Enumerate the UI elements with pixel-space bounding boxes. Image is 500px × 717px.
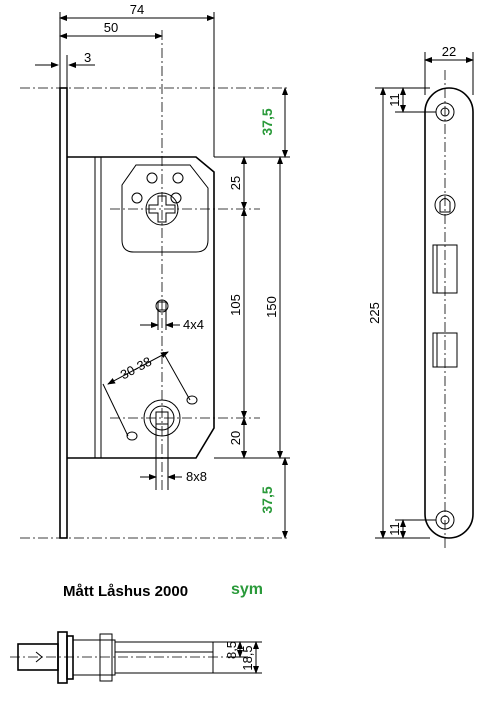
dim-8x8: 8x8	[186, 469, 207, 484]
top-view	[10, 631, 240, 684]
lock-body	[67, 156, 215, 459]
dim-4x4: 4x4	[183, 317, 204, 332]
drawing-title: Mått Låshus 2000	[63, 583, 188, 600]
dim-18-5: 18,5	[240, 645, 255, 670]
dim-37-5-bottom: 37,5	[259, 486, 275, 513]
dim-25: 25	[228, 176, 243, 190]
dim-8-5: 8,5	[224, 641, 239, 659]
dim-37-5-top: 37,5	[259, 108, 275, 135]
dim-74: 74	[130, 2, 144, 17]
dim-11-top: 11	[387, 93, 402, 107]
cylinder-hole	[121, 164, 209, 253]
faceplate-outline	[424, 87, 474, 539]
dim-30-38: 30-38	[118, 354, 154, 383]
dim-150: 150	[264, 296, 279, 318]
dim-20: 20	[228, 431, 243, 445]
faceplate-view	[424, 70, 474, 550]
dim-225: 225	[367, 302, 382, 324]
faceplate	[59, 87, 68, 539]
front-view	[20, 30, 290, 539]
follower-hub	[143, 399, 181, 437]
dim-3: 3	[84, 50, 91, 65]
dim-11-bottom: 11	[387, 522, 402, 536]
dim-50: 50	[104, 20, 118, 35]
dim-105: 105	[228, 294, 243, 316]
drawing-title-suffix: sym	[231, 581, 263, 598]
dim-22: 22	[442, 44, 456, 59]
